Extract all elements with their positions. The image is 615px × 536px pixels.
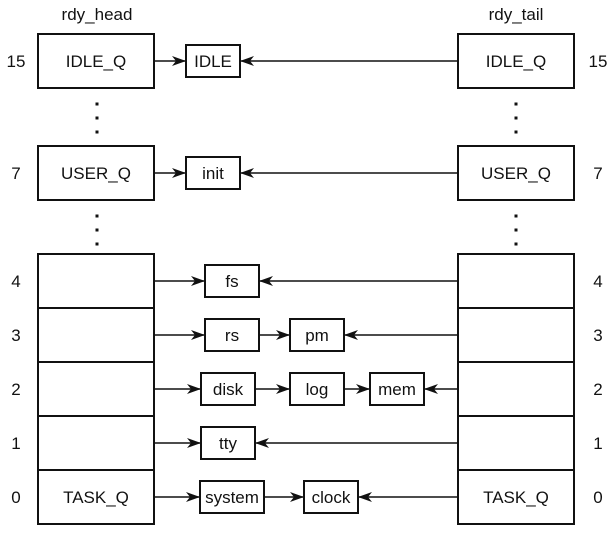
priority-label-left: 2 — [11, 380, 20, 399]
process-name: IDLE — [194, 52, 232, 71]
ellipsis-dot — [95, 116, 99, 120]
priority-label-right: 0 — [593, 488, 602, 507]
process-name: rs — [225, 326, 239, 345]
rdy-tail-slot-label: USER_Q — [481, 164, 551, 183]
process-name: log — [306, 380, 329, 399]
priority-label-left: 15 — [7, 52, 26, 71]
priority-label-right: 7 — [593, 164, 602, 183]
process-node — [289, 372, 345, 406]
ellipsis-dot — [95, 130, 99, 134]
queue-row-priority-2: 2 2 disk log mem — [11, 361, 603, 417]
queue-row-priority-1: 1 1 tty — [11, 415, 603, 471]
process-node — [185, 44, 241, 78]
queue-row-priority-15: 15 15 IDLE_Q IDLE_Q IDLE — [7, 33, 608, 89]
queue-row-priority-3: 3 3 rs pm — [11, 307, 603, 363]
rdy-head-slot — [37, 415, 155, 471]
process-node — [289, 318, 345, 352]
rdy-head-label: rdy_head — [62, 5, 133, 24]
process-node — [185, 156, 241, 190]
ellipsis-dot — [514, 242, 518, 246]
rdy-head-slot — [37, 145, 155, 201]
rdy-head-slot-label: TASK_Q — [63, 488, 129, 507]
process-name: pm — [305, 326, 329, 345]
process-node — [200, 426, 256, 460]
process-node — [204, 264, 260, 298]
process-name: init — [202, 164, 224, 183]
rdy-tail-slot-label: IDLE_Q — [486, 52, 546, 71]
ellipsis-dot — [95, 214, 99, 218]
process-name: system — [205, 488, 259, 507]
process-node — [200, 372, 256, 406]
rdy-tail-slot — [457, 253, 575, 309]
rdy-head-slot — [37, 469, 155, 525]
rdy-head-slot — [37, 253, 155, 309]
rdy-head-slot-label: USER_Q — [61, 164, 131, 183]
ellipsis-dot — [514, 102, 518, 106]
queue-row-priority-4: 4 4 fs — [11, 253, 603, 309]
rdy-tail-slot — [457, 361, 575, 417]
rdy-head-slot — [37, 33, 155, 89]
ellipsis-dot — [95, 102, 99, 106]
priority-label-right: 4 — [593, 272, 602, 291]
rdy-tail-slot — [457, 415, 575, 471]
ellipsis-dot — [95, 242, 99, 246]
rdy-head-slot-label: IDLE_Q — [66, 52, 126, 71]
priority-label-right: 2 — [593, 380, 602, 399]
rdy-tail-slot-label: TASK_Q — [483, 488, 549, 507]
queue-row-priority-7: 7 7 USER_Q USER_Q init — [11, 145, 603, 201]
priority-label-right: 1 — [593, 434, 602, 453]
rdy-tail-slot — [457, 307, 575, 363]
priority-label-left: 1 — [11, 434, 20, 453]
priority-label-left: 0 — [11, 488, 20, 507]
rdy-tail-slot — [457, 469, 575, 525]
process-node — [199, 480, 265, 514]
priority-label-right: 3 — [593, 326, 602, 345]
rdy-head-slot — [37, 307, 155, 363]
process-name: fs — [225, 272, 238, 291]
process-name: tty — [219, 434, 237, 453]
priority-label-left: 4 — [11, 272, 20, 291]
ellipsis-dot — [514, 116, 518, 120]
process-name: disk — [213, 380, 244, 399]
priority-label-right: 15 — [589, 52, 608, 71]
priority-label-left: 3 — [11, 326, 20, 345]
ellipsis-dot — [514, 228, 518, 232]
ellipsis-dot — [95, 228, 99, 232]
process-name: clock — [312, 488, 351, 507]
ellipsis-dot — [514, 214, 518, 218]
queue-row-priority-0: 0 0 TASK_Q TASK_Q system clock — [11, 469, 603, 525]
rdy-head-slot — [37, 361, 155, 417]
ellipsis-dot — [514, 130, 518, 134]
rdy-tail-slot — [457, 145, 575, 201]
priority-label-left: 7 — [11, 164, 20, 183]
process-name: mem — [378, 380, 416, 399]
rdy-tail-label: rdy_tail — [489, 5, 544, 24]
rdy-tail-slot — [457, 33, 575, 89]
